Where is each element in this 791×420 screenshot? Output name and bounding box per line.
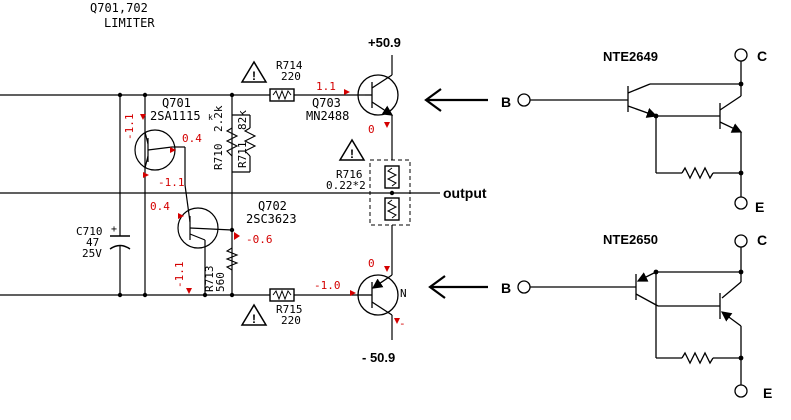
v-neg06-q702: -0.6 <box>246 233 273 246</box>
header-line2: LIMITER <box>104 16 155 30</box>
nte2650-symbol <box>517 234 748 398</box>
r710-label: R710 2.2k <box>212 105 225 170</box>
c710-polarity: + <box>111 224 117 235</box>
arrow-to-lower-transistor <box>428 275 488 299</box>
v-0-lower-emitter: 0 <box>368 257 375 270</box>
q701-ref: Q701 <box>162 96 191 110</box>
v-neg11-q701-bottom: -1.1 <box>158 176 185 189</box>
junction-dots <box>117 92 395 298</box>
r711-value: 82k <box>236 110 249 130</box>
r711-label: R711 82k <box>236 110 249 168</box>
r716-value: 0.22*2 <box>326 179 366 192</box>
warning-triangle-r716: ! <box>338 138 366 161</box>
resistor-zigzags <box>225 127 257 271</box>
nte2650-junctions <box>653 269 744 361</box>
r710-ref: R710 <box>212 144 225 171</box>
output-label: output <box>443 185 487 201</box>
q702-ref: Q702 <box>258 199 287 213</box>
v-minus-partial: - <box>399 317 406 330</box>
v-04-q701-right: 0.4 <box>182 132 202 145</box>
warning-triangle-r714: ! <box>240 60 268 83</box>
schematic-wiring <box>0 55 440 340</box>
warning-symbol-r715: ! <box>252 312 256 326</box>
c710-ref: C710 <box>76 225 103 238</box>
arrow-to-q703 <box>424 88 488 112</box>
v-neg11-q701-top: -1.1 <box>123 114 136 141</box>
warning-triangle-r715: ! <box>240 303 268 326</box>
nte2650-e-label: E <box>763 385 772 401</box>
r713-label: R713 560 <box>203 266 227 293</box>
q701-transistor <box>134 129 176 171</box>
q703-transistor <box>357 74 399 116</box>
voltage-ticks <box>140 89 400 324</box>
v-11-q703-base: 1.1 <box>316 80 336 93</box>
warning-symbol-r714: ! <box>252 69 256 83</box>
q701-suffix: k <box>208 113 213 122</box>
c710-value: 47 <box>86 236 99 249</box>
v-neg11-q702-bottom: -1.1 <box>173 262 186 289</box>
r710-value: 2.2k <box>212 105 225 132</box>
r715-value: 220 <box>281 314 301 327</box>
rail-positive: +50.9 <box>368 35 401 50</box>
r716-resistors <box>369 159 411 226</box>
q702-part: 2SC3623 <box>246 212 297 226</box>
q704-partial-label: N <box>400 287 407 300</box>
q702-transistor <box>177 184 233 249</box>
q701-part: 2SA1115 <box>150 109 201 123</box>
r716-ref: R716 <box>336 168 363 181</box>
c710-capacitor <box>109 235 131 250</box>
voltage-annotations: -1.1 0.4 -1.1 0.4 -0.6 -1.1 1.1 0 0 -1.0… <box>123 80 406 330</box>
r714-ref: R714 <box>276 59 303 72</box>
r711-ref: R711 <box>236 142 249 169</box>
r715-resistor <box>269 288 295 302</box>
nte2649-title: NTE2649 <box>603 49 658 64</box>
q703-ref: Q703 <box>312 96 341 110</box>
r714-resistor <box>269 88 295 102</box>
nte2649-c-label: C <box>757 48 767 64</box>
r713-ref: R713 <box>203 266 216 293</box>
header-line1: Q701,702 <box>90 1 148 15</box>
nte2650-title: NTE2650 <box>603 232 658 247</box>
nte2650-b-label: B <box>501 280 511 296</box>
r714-value: 220 <box>281 70 301 83</box>
warning-symbol-r716: ! <box>350 147 354 161</box>
r713-value: 560 <box>214 272 227 292</box>
nte2649-b-label: B <box>501 94 511 110</box>
v-04-q702-left: 0.4 <box>150 200 170 213</box>
nte2649-junctions <box>653 81 744 176</box>
r715-ref: R715 <box>276 303 303 316</box>
nte2649-e-label: E <box>755 199 764 215</box>
nte2650-c-label: C <box>757 232 767 248</box>
v-0-q703-emitter: 0 <box>368 123 375 136</box>
q703-part: MN2488 <box>306 109 349 123</box>
q704-transistor <box>357 274 399 316</box>
v-neg10-lower-base: -1.0 <box>314 279 341 292</box>
c710-voltage: 25V <box>82 247 102 260</box>
rail-negative: - 50.9 <box>362 350 395 365</box>
nte2649-symbol <box>517 48 748 210</box>
